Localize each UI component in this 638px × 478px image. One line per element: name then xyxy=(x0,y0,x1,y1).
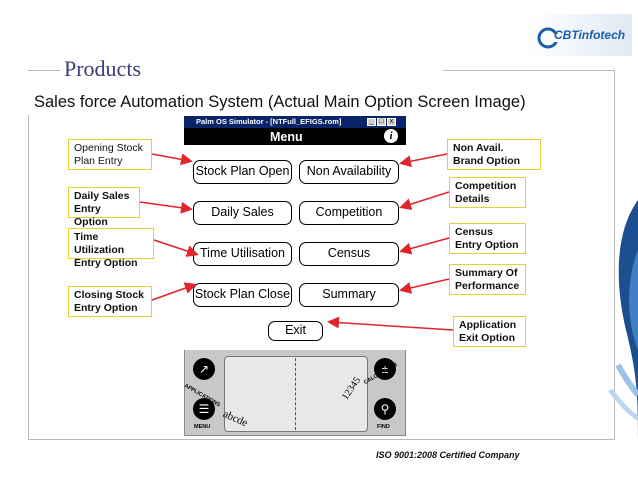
callout-census: Census Entry Option xyxy=(449,223,526,254)
callout-opening-stock: Opening Stock Plan Entry xyxy=(68,139,152,170)
menu-label: MENU xyxy=(194,424,211,430)
arrow-non-avail xyxy=(399,153,448,168)
find-label: FIND xyxy=(377,424,390,430)
calculator-icon[interactable]: ± xyxy=(374,358,396,380)
time-utilisation-button[interactable]: Time Utilisation xyxy=(193,242,292,266)
applications-icon[interactable]: ↗ xyxy=(193,358,215,380)
non-availability-button[interactable]: Non Availability xyxy=(299,160,399,184)
iso-certification-text: ISO 9001:2008 Certified Company xyxy=(376,450,520,460)
summary-button[interactable]: Summary xyxy=(299,283,399,307)
callout-closing-stock: Closing Stock Entry Option xyxy=(68,286,152,317)
info-icon[interactable]: i xyxy=(384,129,398,143)
callout-summary: Summary Of Performance xyxy=(449,264,526,295)
slide-subtitle: Sales force Automation System (Actual Ma… xyxy=(34,93,526,111)
palm-menubar xyxy=(184,128,406,145)
frame-line-bottom xyxy=(28,439,615,440)
company-logo xyxy=(528,14,632,56)
callout-daily-sales: Daily Sales Entry Option xyxy=(68,187,140,228)
stock-plan-close-button[interactable]: Stock Plan Close xyxy=(193,283,292,307)
callout-time-utilization: Time Utilization Entry Option xyxy=(68,228,154,269)
frame-line-top-left xyxy=(28,70,60,71)
arrow-census xyxy=(399,237,450,255)
arrow-competition xyxy=(399,191,450,210)
menu-title: Menu xyxy=(270,130,303,144)
competition-button[interactable]: Competition xyxy=(299,201,399,225)
menu-icon[interactable]: ☰ xyxy=(193,398,215,420)
frame-line-right xyxy=(614,70,615,440)
minimize-button[interactable]: _ xyxy=(367,118,376,126)
census-button[interactable]: Census xyxy=(299,242,399,266)
close-button[interactable]: x xyxy=(387,118,396,126)
callout-exit: Application Exit Option xyxy=(453,316,526,347)
frame-line-top-right xyxy=(443,70,615,71)
decorative-globe-graphic xyxy=(608,200,638,440)
daily-sales-button[interactable]: Daily Sales xyxy=(193,201,292,225)
exit-button[interactable]: Exit xyxy=(268,321,323,341)
find-icon[interactable]: ⚲ xyxy=(374,398,396,420)
arrow-daily-sales xyxy=(139,201,193,214)
graffiti-area[interactable] xyxy=(224,356,368,432)
slide-title: Products xyxy=(64,56,141,81)
window-title: Palm OS Simulator - [NTFull_EFIGS.rom] xyxy=(196,117,342,126)
frame-line-left xyxy=(28,115,29,440)
graffiti-divider xyxy=(295,358,296,430)
callout-non-avail-brand: Non Avail. Brand Option xyxy=(447,139,541,170)
window-titlebar xyxy=(184,116,406,128)
logo-text: CBTinfotech xyxy=(554,28,626,42)
callout-competition: Competition Details xyxy=(449,177,526,208)
maximize-button[interactable]: □ xyxy=(377,118,386,126)
stock-plan-open-button[interactable]: Stock Plan Open xyxy=(193,160,292,184)
arrow-summary xyxy=(399,278,450,294)
